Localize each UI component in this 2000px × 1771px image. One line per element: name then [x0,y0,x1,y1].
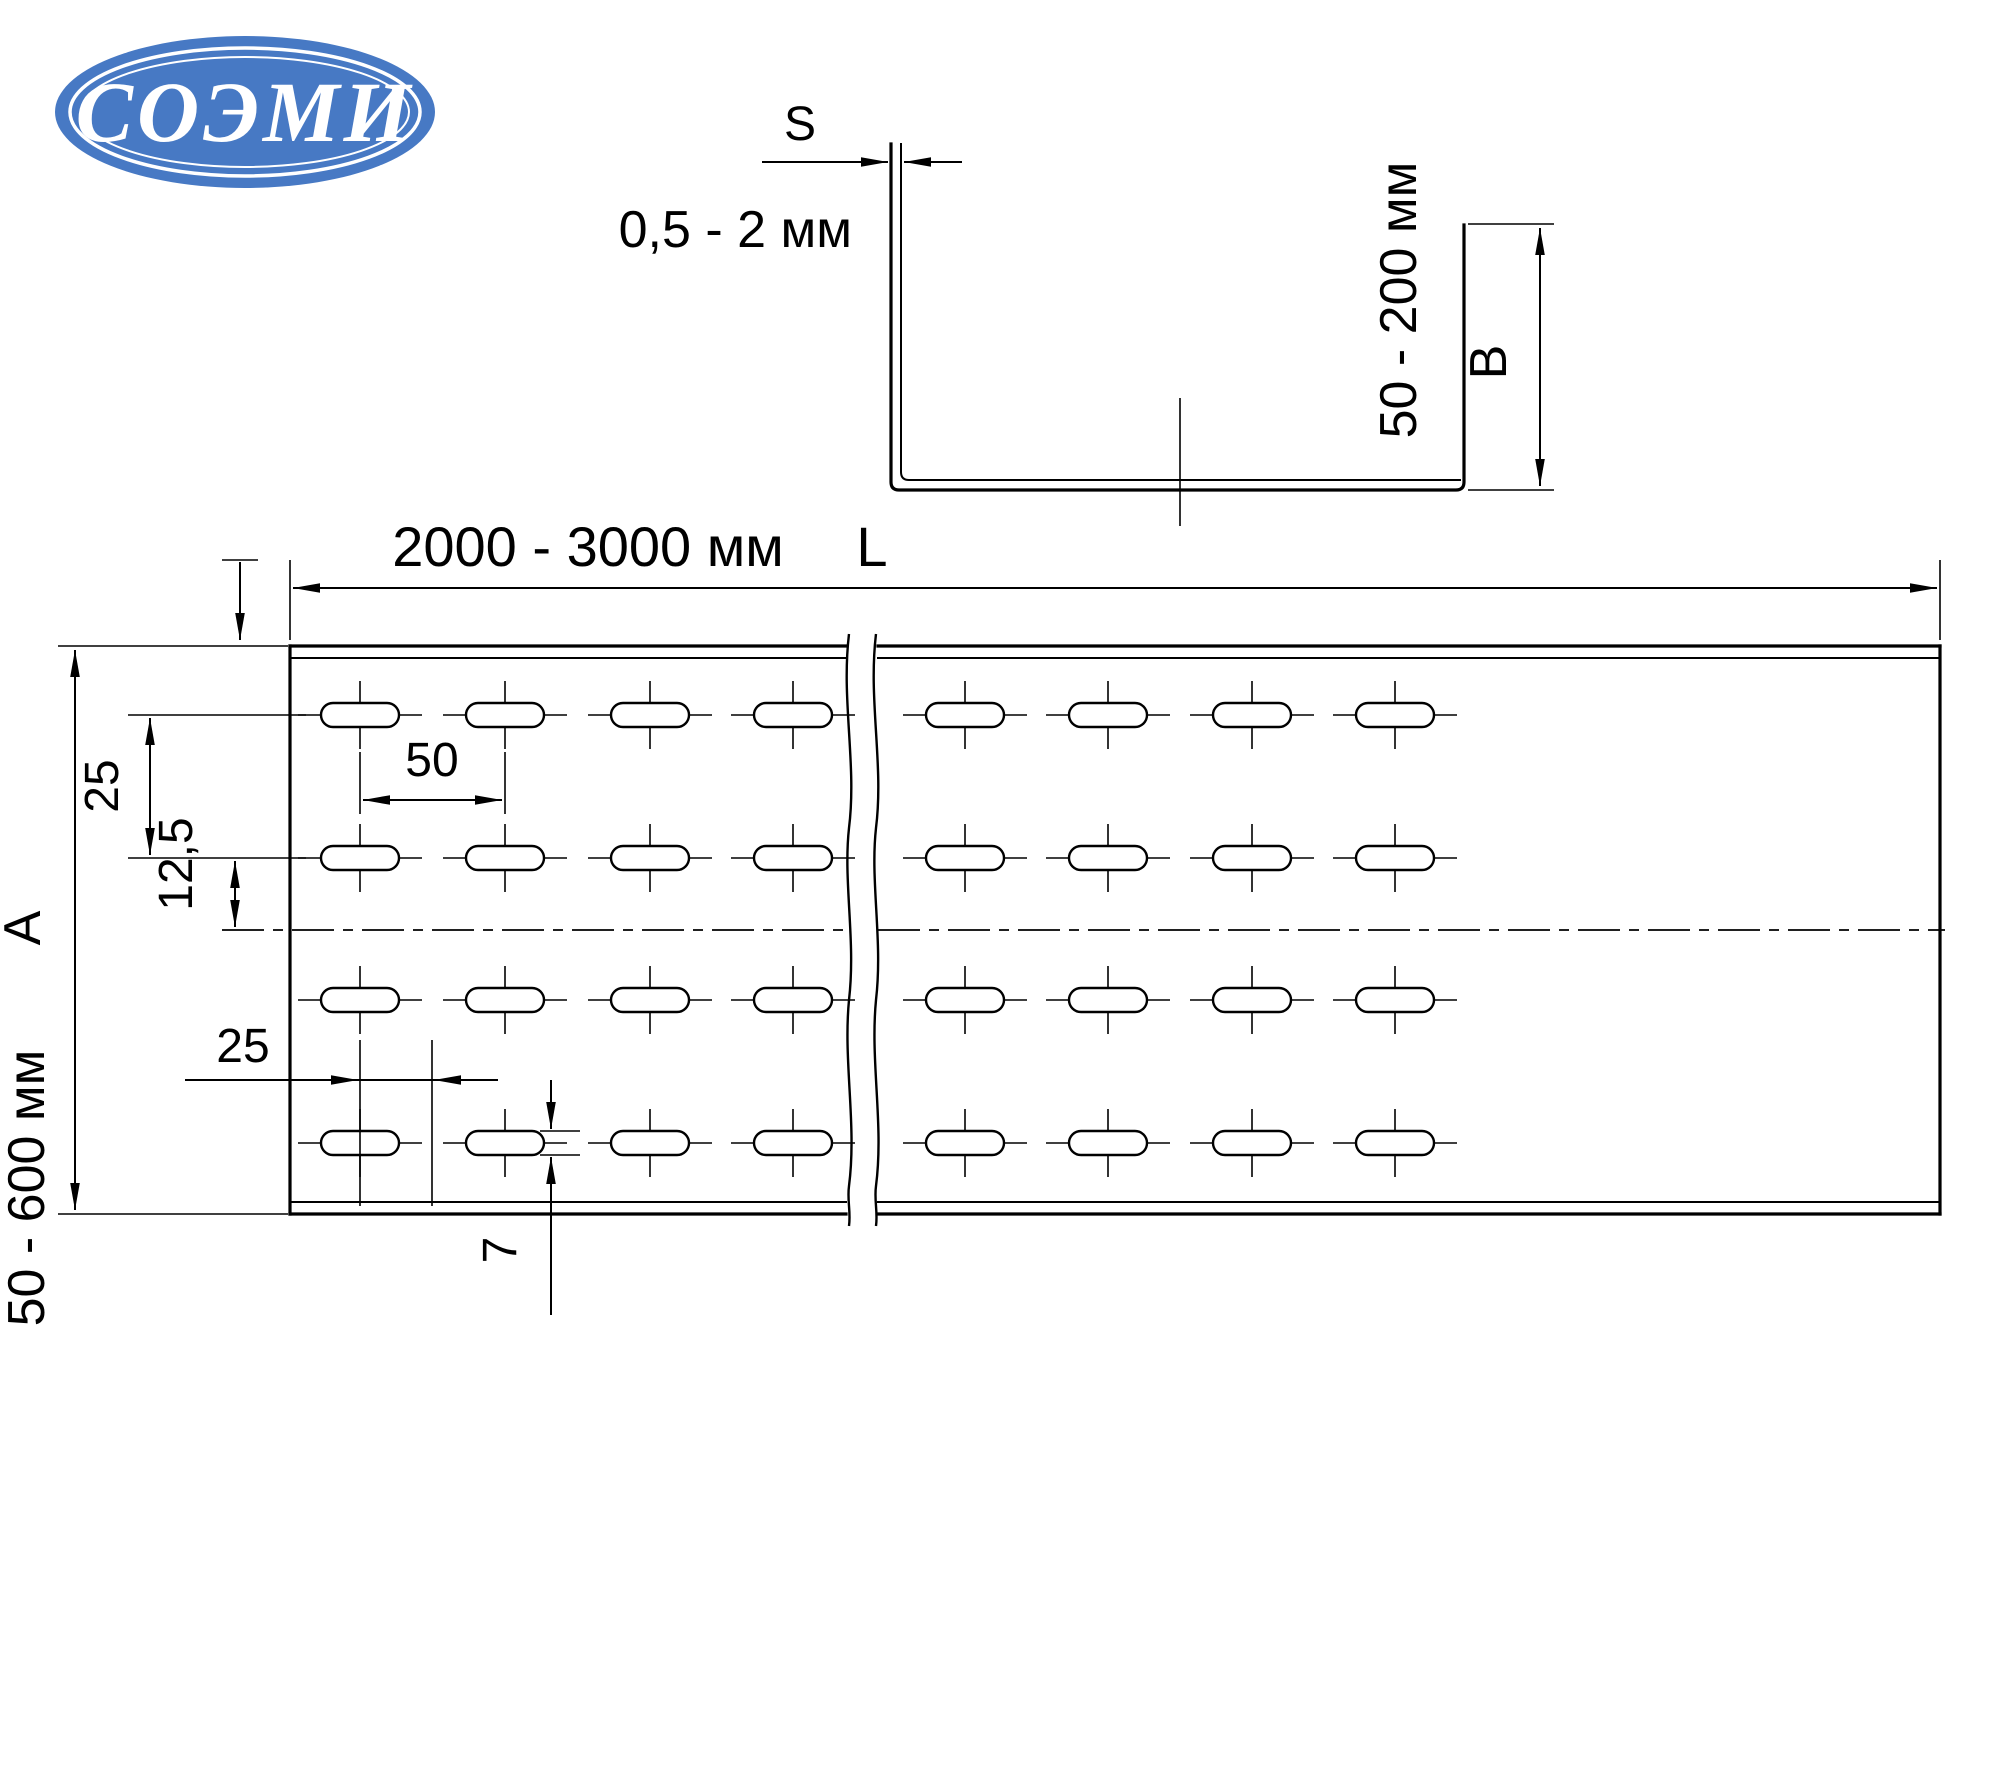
plate-outline [288,633,1942,1227]
row-pitch-label: 25 [76,759,129,812]
slot-hole [1333,681,1457,749]
slot-oval [609,844,691,872]
slot-hole [1190,681,1314,749]
slot-hole [298,966,422,1034]
slot-hole [298,824,422,892]
slot-hole [1190,1109,1314,1177]
break-line-left [845,633,853,1227]
plan-view: 2000 - 3000 мм L [0,515,1945,1326]
slot-oval [464,986,546,1014]
slot-hole [1046,681,1170,749]
slot-hole [1190,824,1314,892]
slot-hole [588,681,712,749]
dim-hole-pitch: 50 [359,734,506,814]
slot-oval [752,701,834,729]
slot-oval [464,844,546,872]
hole-pitch-label: 50 [405,734,458,787]
slot-hole [903,824,1027,892]
half-pitch-label: 25 [216,1020,269,1073]
slot-width-label: 7 [474,1237,527,1264]
slot-oval [752,844,834,872]
slot-oval [464,701,546,729]
slot-hole [443,966,567,1034]
slot-hole [1046,966,1170,1034]
brand-logo: СОЭМИ [55,36,435,188]
length-symbol: L [856,515,887,578]
dim-thickness: S 0,5 - 2 мм [619,98,962,259]
dim-half-pitch: 25 [185,1020,498,1206]
slot-oval [464,1129,546,1157]
slot-oval [1067,844,1149,872]
logo-ring-outer [68,46,422,178]
slot-hole [731,681,855,749]
slot-oval [924,844,1006,872]
slot-oval [1211,701,1293,729]
slot-hole [1046,824,1170,892]
logo-oval [55,36,435,188]
slot-oval [1354,986,1436,1014]
slot-hole [588,966,712,1034]
slot-hole [903,966,1027,1034]
dim-height: 50 - 200 мм B [1370,162,1554,491]
slot-hole [731,1109,855,1177]
slot-oval [1354,1129,1436,1157]
dim-width: A 50 - 600 мм [0,645,288,1327]
slot-oval [1067,986,1149,1014]
slot-hole [588,1109,712,1177]
slot-oval [1354,844,1436,872]
slot-hole [1333,966,1457,1034]
width-range-label: 50 - 600 мм [0,1050,56,1327]
slot-oval [319,986,401,1014]
slot-hole [731,966,855,1034]
slot-hole [903,681,1027,749]
length-range-label: 2000 - 3000 мм [392,515,783,578]
slot-hole [903,1109,1027,1177]
slot-oval [752,986,834,1014]
thickness-range-label: 0,5 - 2 мм [619,201,852,259]
slot-hole [1333,1109,1457,1177]
dim-length: 2000 - 3000 мм L [222,515,1941,640]
break-line-right [872,633,880,1227]
height-symbol: B [1460,345,1518,380]
slot-oval [752,1129,834,1157]
slot-hole [443,681,567,749]
slot-hole [443,824,567,892]
slot-hole [298,681,422,749]
width-symbol: A [0,910,52,945]
slot-hole [731,824,855,892]
dim-slot-width: 7 [474,1080,580,1315]
slot-oval [1067,701,1149,729]
slot-oval [1067,1129,1149,1157]
row-to-center-label: 12,5 [150,817,203,910]
slot-oval [924,1129,1006,1157]
slot-oval [319,844,401,872]
slot-oval [609,701,691,729]
slot-oval [609,1129,691,1157]
slot-oval [924,986,1006,1014]
slot-hole [1190,966,1314,1034]
slot-hole [588,824,712,892]
thickness-symbol: S [784,98,816,151]
logo-ring-inner [80,56,410,168]
slot-grid [298,681,1457,1177]
slot-oval [1211,1129,1293,1157]
slot-hole [443,1109,567,1177]
logo-text: СОЭМИ [76,64,415,160]
height-range-label: 50 - 200 мм [1370,162,1428,439]
slot-oval [1211,844,1293,872]
slot-hole [1333,824,1457,892]
slot-hole [1046,1109,1170,1177]
slot-oval [319,701,401,729]
cross-section-view: S 0,5 - 2 мм 50 - 200 мм B [619,98,1554,526]
profile-inner-line [900,143,1461,481]
slot-oval [924,701,1006,729]
profile-outer-line [889,142,1466,492]
dim-row-pitch: 25 12,5 [76,714,306,927]
slot-oval [609,986,691,1014]
slot-oval [1354,701,1436,729]
slot-oval [1211,986,1293,1014]
